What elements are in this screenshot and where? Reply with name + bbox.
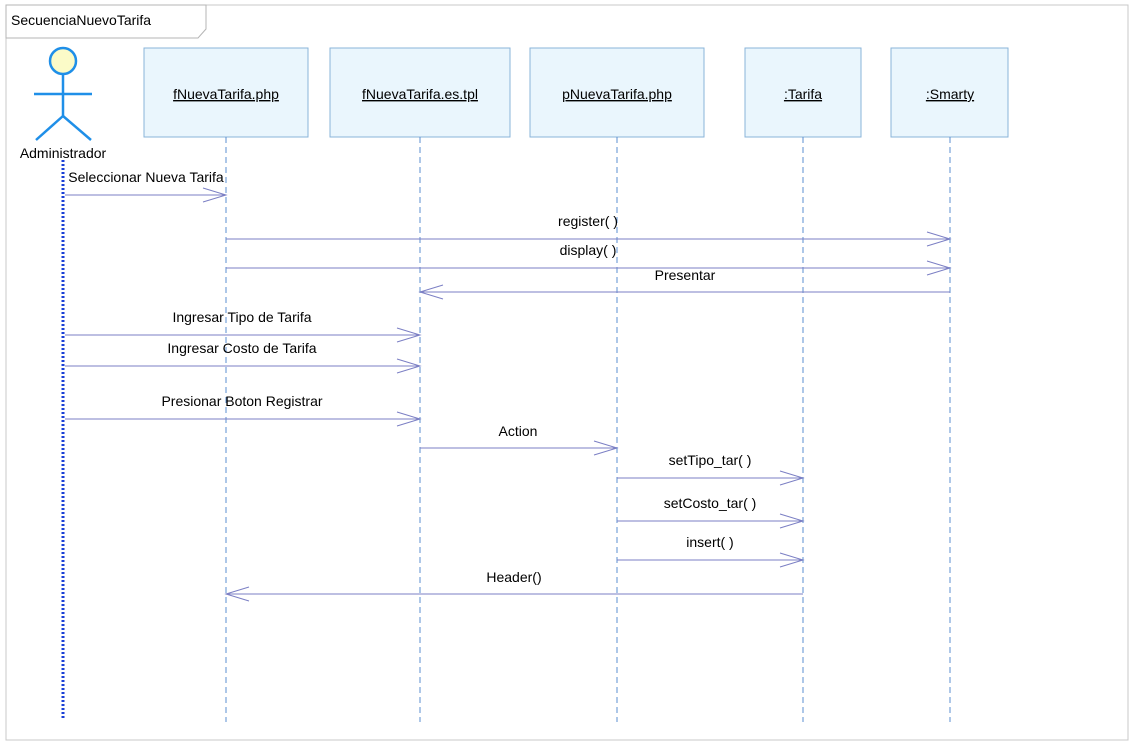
message-label: Presionar Boton Registrar [161, 393, 322, 409]
message-label: setCosto_tar( ) [664, 495, 757, 511]
message-arrow [65, 358, 422, 374]
message-label: Header() [486, 569, 541, 585]
lifeline-label: :Tarifa [784, 86, 822, 102]
message-arrow [65, 411, 422, 427]
diagram-frame [5, 4, 1129, 741]
lifeline-smarty: :Smarty [890, 47, 1009, 722]
frame-title-tab [5, 4, 207, 39]
lifeline-label: fNuevaTarifa.es.tpl [362, 86, 478, 102]
frame-title: SecuenciaNuevoTarifa [11, 12, 151, 28]
lifeline-ftpl: fNuevaTarifa.es.tpl [329, 47, 511, 722]
actor-figure [34, 46, 92, 141]
message-arrow [65, 327, 422, 343]
message-label: display( ) [560, 242, 617, 258]
actor-head-icon [48, 46, 78, 76]
actor-name: Administrador [20, 145, 107, 161]
message-label: Presentar [655, 267, 716, 283]
message-arrow [224, 586, 803, 602]
message-label: register( ) [558, 213, 618, 229]
message-label: Ingresar Tipo de Tarifa [172, 309, 311, 325]
lifeline-pnueva: pNuevaTarifa.php [529, 47, 705, 722]
message-arrow [420, 440, 619, 456]
lifeline-tarifa: :Tarifa [744, 47, 862, 722]
message-arrow [418, 284, 950, 300]
message-label: Ingresar Costo de Tarifa [167, 340, 316, 356]
message-arrows [65, 187, 952, 602]
message-arrow [617, 470, 805, 486]
lifeline-label: :Smarty [926, 86, 974, 102]
message-label: setTipo_tar( ) [669, 452, 752, 468]
message-arrow [617, 513, 805, 529]
message-arrow [226, 231, 952, 247]
message-arrow [226, 260, 952, 276]
message-label: insert( ) [686, 534, 733, 550]
lifeline-fnueva: fNuevaTarifa.php [143, 47, 309, 722]
message-label: Action [499, 423, 538, 439]
lifeline-label: fNuevaTarifa.php [173, 86, 279, 102]
lifeline-label: pNuevaTarifa.php [562, 86, 672, 102]
message-arrow [65, 187, 228, 203]
message-arrow [617, 552, 805, 568]
message-label: Seleccionar Nueva Tarifa [68, 169, 224, 185]
